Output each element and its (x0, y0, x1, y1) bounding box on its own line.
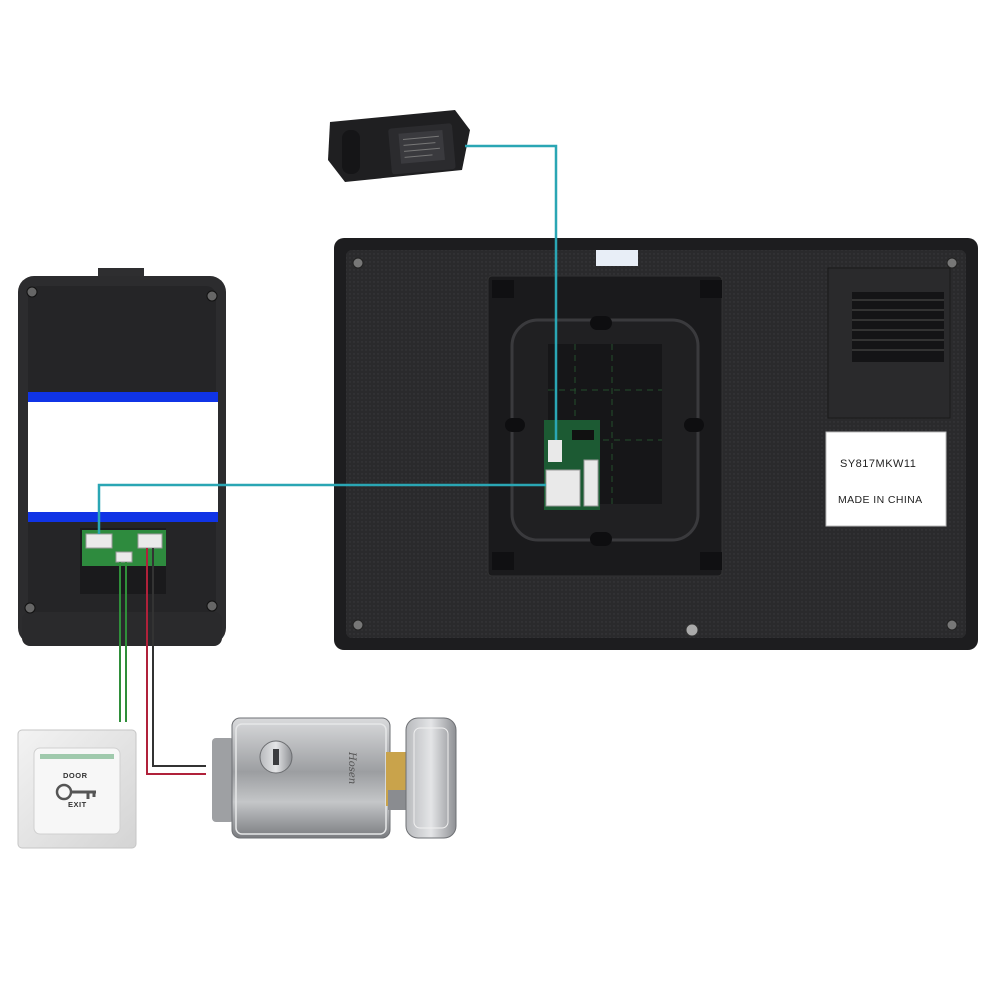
adapter-label-icon (398, 129, 445, 164)
camera-wire (97, 483, 546, 534)
model-number: SY817MKW11 (840, 458, 917, 470)
screw-icon (206, 600, 218, 612)
screw-icon (206, 290, 218, 302)
label-band-top (28, 392, 218, 402)
power-adapter (328, 110, 470, 182)
screw-icon (946, 257, 958, 269)
exit-button-plate (17, 729, 137, 849)
lock-connector (137, 533, 163, 549)
label-area (28, 402, 218, 512)
model-sticker (825, 431, 947, 527)
lock-wire-red (146, 548, 206, 775)
top-sticker (596, 250, 638, 266)
screw-icon (352, 619, 364, 631)
lock-wire-black (152, 548, 206, 767)
strike-plate (405, 717, 457, 839)
label-band-bottom (28, 512, 218, 522)
wall-bracket (487, 275, 723, 577)
exit-connector (115, 551, 133, 563)
monitor-connector (544, 420, 600, 510)
exit-button-top-text: DOOR (63, 771, 88, 780)
speaker-grille-icon (852, 292, 944, 362)
screw-icon (352, 257, 364, 269)
camera-connector (85, 533, 113, 549)
plug-head-icon (342, 130, 360, 174)
lock-brand: Hosen (346, 752, 357, 785)
key-icon (55, 783, 96, 801)
exit-button-bottom-text: EXIT (68, 800, 87, 809)
screw-icon (946, 619, 958, 631)
outdoor-camera-unit (18, 268, 226, 646)
electric-lock (212, 717, 457, 839)
power-wire (465, 144, 558, 440)
indoor-monitor (334, 238, 978, 650)
screw-icon (685, 623, 699, 637)
screw-icon (26, 286, 38, 298)
origin-label: MADE IN CHINA (838, 494, 923, 506)
signal-wires (97, 144, 558, 775)
screw-icon (24, 602, 36, 614)
